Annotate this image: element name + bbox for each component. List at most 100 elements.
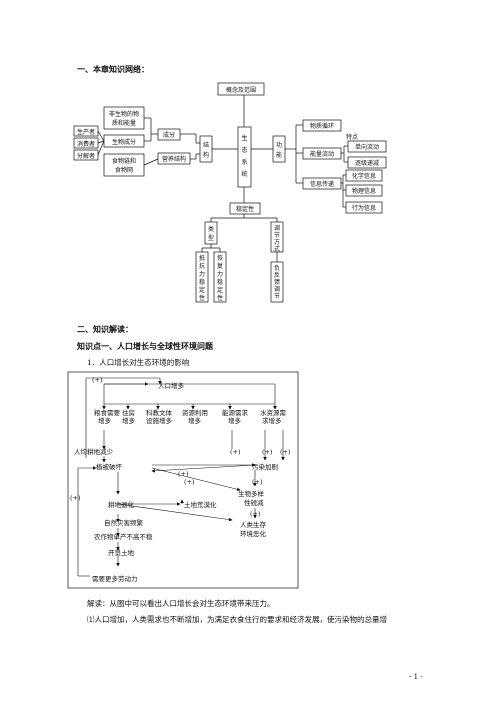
svg-text:方: 方: [274, 238, 280, 246]
svg-text:住房: 住房: [122, 408, 135, 417]
svg-text:统: 统: [241, 170, 247, 178]
svg-text:稳: 稳: [217, 278, 223, 286]
svg-text:力: 力: [217, 270, 223, 278]
svg-text:生物成分: 生物成分: [112, 138, 136, 146]
box-concept-range: [217, 82, 265, 96]
svg-text:性锐减: 性锐减: [244, 498, 264, 507]
node-biodiversity: 生物多样: [238, 489, 265, 498]
svg-text:定: 定: [217, 286, 223, 294]
node-vegetation: 植被破坏: [96, 462, 123, 471]
knowledge-point-1-title: 知识点一、人口增长与全球性环境问题: [77, 342, 213, 351]
svg-text:科教文体: 科教文体: [146, 408, 173, 417]
svg-text:馈: 馈: [274, 278, 280, 286]
svg-text:生产者: 生产者: [77, 128, 95, 136]
svg-text:式: 式: [274, 245, 280, 253]
svg-text:质和能量: 质和能量: [112, 119, 136, 127]
node-reclaim: 开垦土地: [108, 548, 135, 557]
svg-text:抗: 抗: [199, 262, 205, 270]
box-one-way: [347, 140, 387, 153]
svg-text:性: 性: [199, 294, 205, 302]
subsection-1-title: 1．人口增长对生态环境的影响: [87, 358, 190, 367]
svg-text:增多: 增多: [228, 416, 242, 425]
svg-text:特点: 特点: [346, 133, 358, 141]
box-chemical-info: [345, 169, 383, 182]
svg-text:设施增多: 设施增多: [146, 416, 173, 425]
svg-text:能量流动: 能量流动: [310, 150, 334, 158]
svg-text:恢: 恢: [217, 254, 223, 262]
svg-text:节: 节: [274, 292, 280, 300]
svg-text:复: 复: [217, 262, 223, 270]
svg-text:物质循环: 物质循环: [310, 122, 334, 130]
svg-text:(+): (+): [230, 448, 241, 456]
svg-text:求增多: 求增多: [262, 416, 282, 425]
svg-text:系: 系: [241, 158, 247, 166]
paragraph-1: ⑴人口增加，人类需求也不断增加，为满足衣食住行的要求和经济发展，使污染物的总量增: [87, 615, 387, 624]
svg-text:稳: 稳: [199, 278, 205, 286]
svg-text:食物链和: 食物链和: [112, 157, 136, 165]
svg-text:抵: 抵: [199, 254, 205, 262]
svg-text:节: 节: [274, 231, 280, 239]
node-farmland-decrease: 人均耕地减少: [74, 447, 114, 456]
svg-text:生: 生: [241, 134, 247, 142]
svg-text:(+): (+): [250, 510, 261, 518]
svg-text:(+): (+): [92, 376, 103, 384]
box-physical-info: [345, 184, 383, 197]
box-component: [157, 128, 181, 141]
svg-text:营养结构: 营养结构: [162, 155, 186, 163]
svg-text:功: 功: [276, 141, 282, 149]
section-1-title: 一、本章知识网络：: [77, 65, 149, 74]
svg-text:结: 结: [203, 141, 209, 149]
svg-text:(+): (+): [70, 494, 81, 502]
svg-text:成分: 成分: [163, 131, 175, 139]
svg-text:类: 类: [208, 225, 214, 233]
svg-text:资源利用: 资源利用: [182, 408, 208, 417]
svg-text:单向流动: 单向流动: [355, 143, 379, 151]
svg-text:(+): (+): [252, 478, 263, 486]
box-behavior-info: [345, 201, 383, 214]
box-stability: [229, 202, 261, 215]
node-low-yield: 农作物单产不高不稳: [94, 532, 153, 541]
svg-text:(+): (+): [262, 448, 273, 456]
svg-text:非生物的物: 非生物的物: [109, 110, 139, 118]
box-info-transfer: [302, 177, 342, 190]
svg-text:信息传递: 信息传递: [310, 180, 334, 188]
svg-text:力: 力: [199, 270, 205, 278]
svg-text:能源需求: 能源需求: [222, 408, 249, 417]
svg-text:化学信息: 化学信息: [352, 172, 376, 180]
svg-text:环境恶化: 环境恶化: [240, 529, 267, 538]
svg-text:定: 定: [199, 286, 205, 294]
svg-text:食物网: 食物网: [115, 166, 133, 174]
svg-text:增多: 增多: [188, 416, 202, 425]
node-env-worsen: 人类生存: [240, 520, 267, 529]
node-more-labor: 需要更多劳动力: [92, 574, 138, 583]
svg-text:调: 调: [274, 285, 280, 293]
box-ecosystem: [237, 126, 252, 188]
svg-text:性: 性: [217, 294, 223, 302]
box-material-cycle: [302, 119, 342, 132]
svg-text:消费者: 消费者: [77, 140, 95, 148]
box-decreasing: [347, 156, 387, 169]
svg-text:型: 型: [208, 234, 214, 242]
box-nutrition-structure: [157, 152, 191, 165]
label-concept-range: 概念及范围: [226, 86, 256, 94]
box-energy-flow: [302, 147, 342, 160]
svg-text:负: 负: [274, 264, 280, 272]
svg-text:构: 构: [203, 151, 209, 159]
svg-text:态: 态: [241, 146, 247, 154]
node-salinization: 耕地退化: [108, 500, 135, 509]
node-pollution: 污染加剧: [252, 462, 278, 471]
svg-text:粮食需要: 粮食需要: [94, 408, 121, 417]
node-population-growth: 人口增多: [158, 381, 185, 390]
svg-text:行为信息: 行为信息: [352, 204, 376, 212]
svg-text:(+): (+): [178, 470, 189, 478]
node-disasters: 自然灾害频繁: [104, 518, 144, 527]
svg-text:物理信息: 物理信息: [352, 187, 376, 195]
svg-text:水资源需: 水资源需: [260, 408, 287, 417]
svg-text:分解者: 分解者: [77, 152, 95, 160]
section-2-title: 二、知识解读：: [77, 325, 133, 334]
explanation-text: 解读：从图中可以看出人口增长会对生态环境带来压力。: [87, 599, 275, 608]
svg-text:稳定性: 稳定性: [236, 205, 254, 213]
svg-text:(+): (+): [280, 448, 291, 456]
